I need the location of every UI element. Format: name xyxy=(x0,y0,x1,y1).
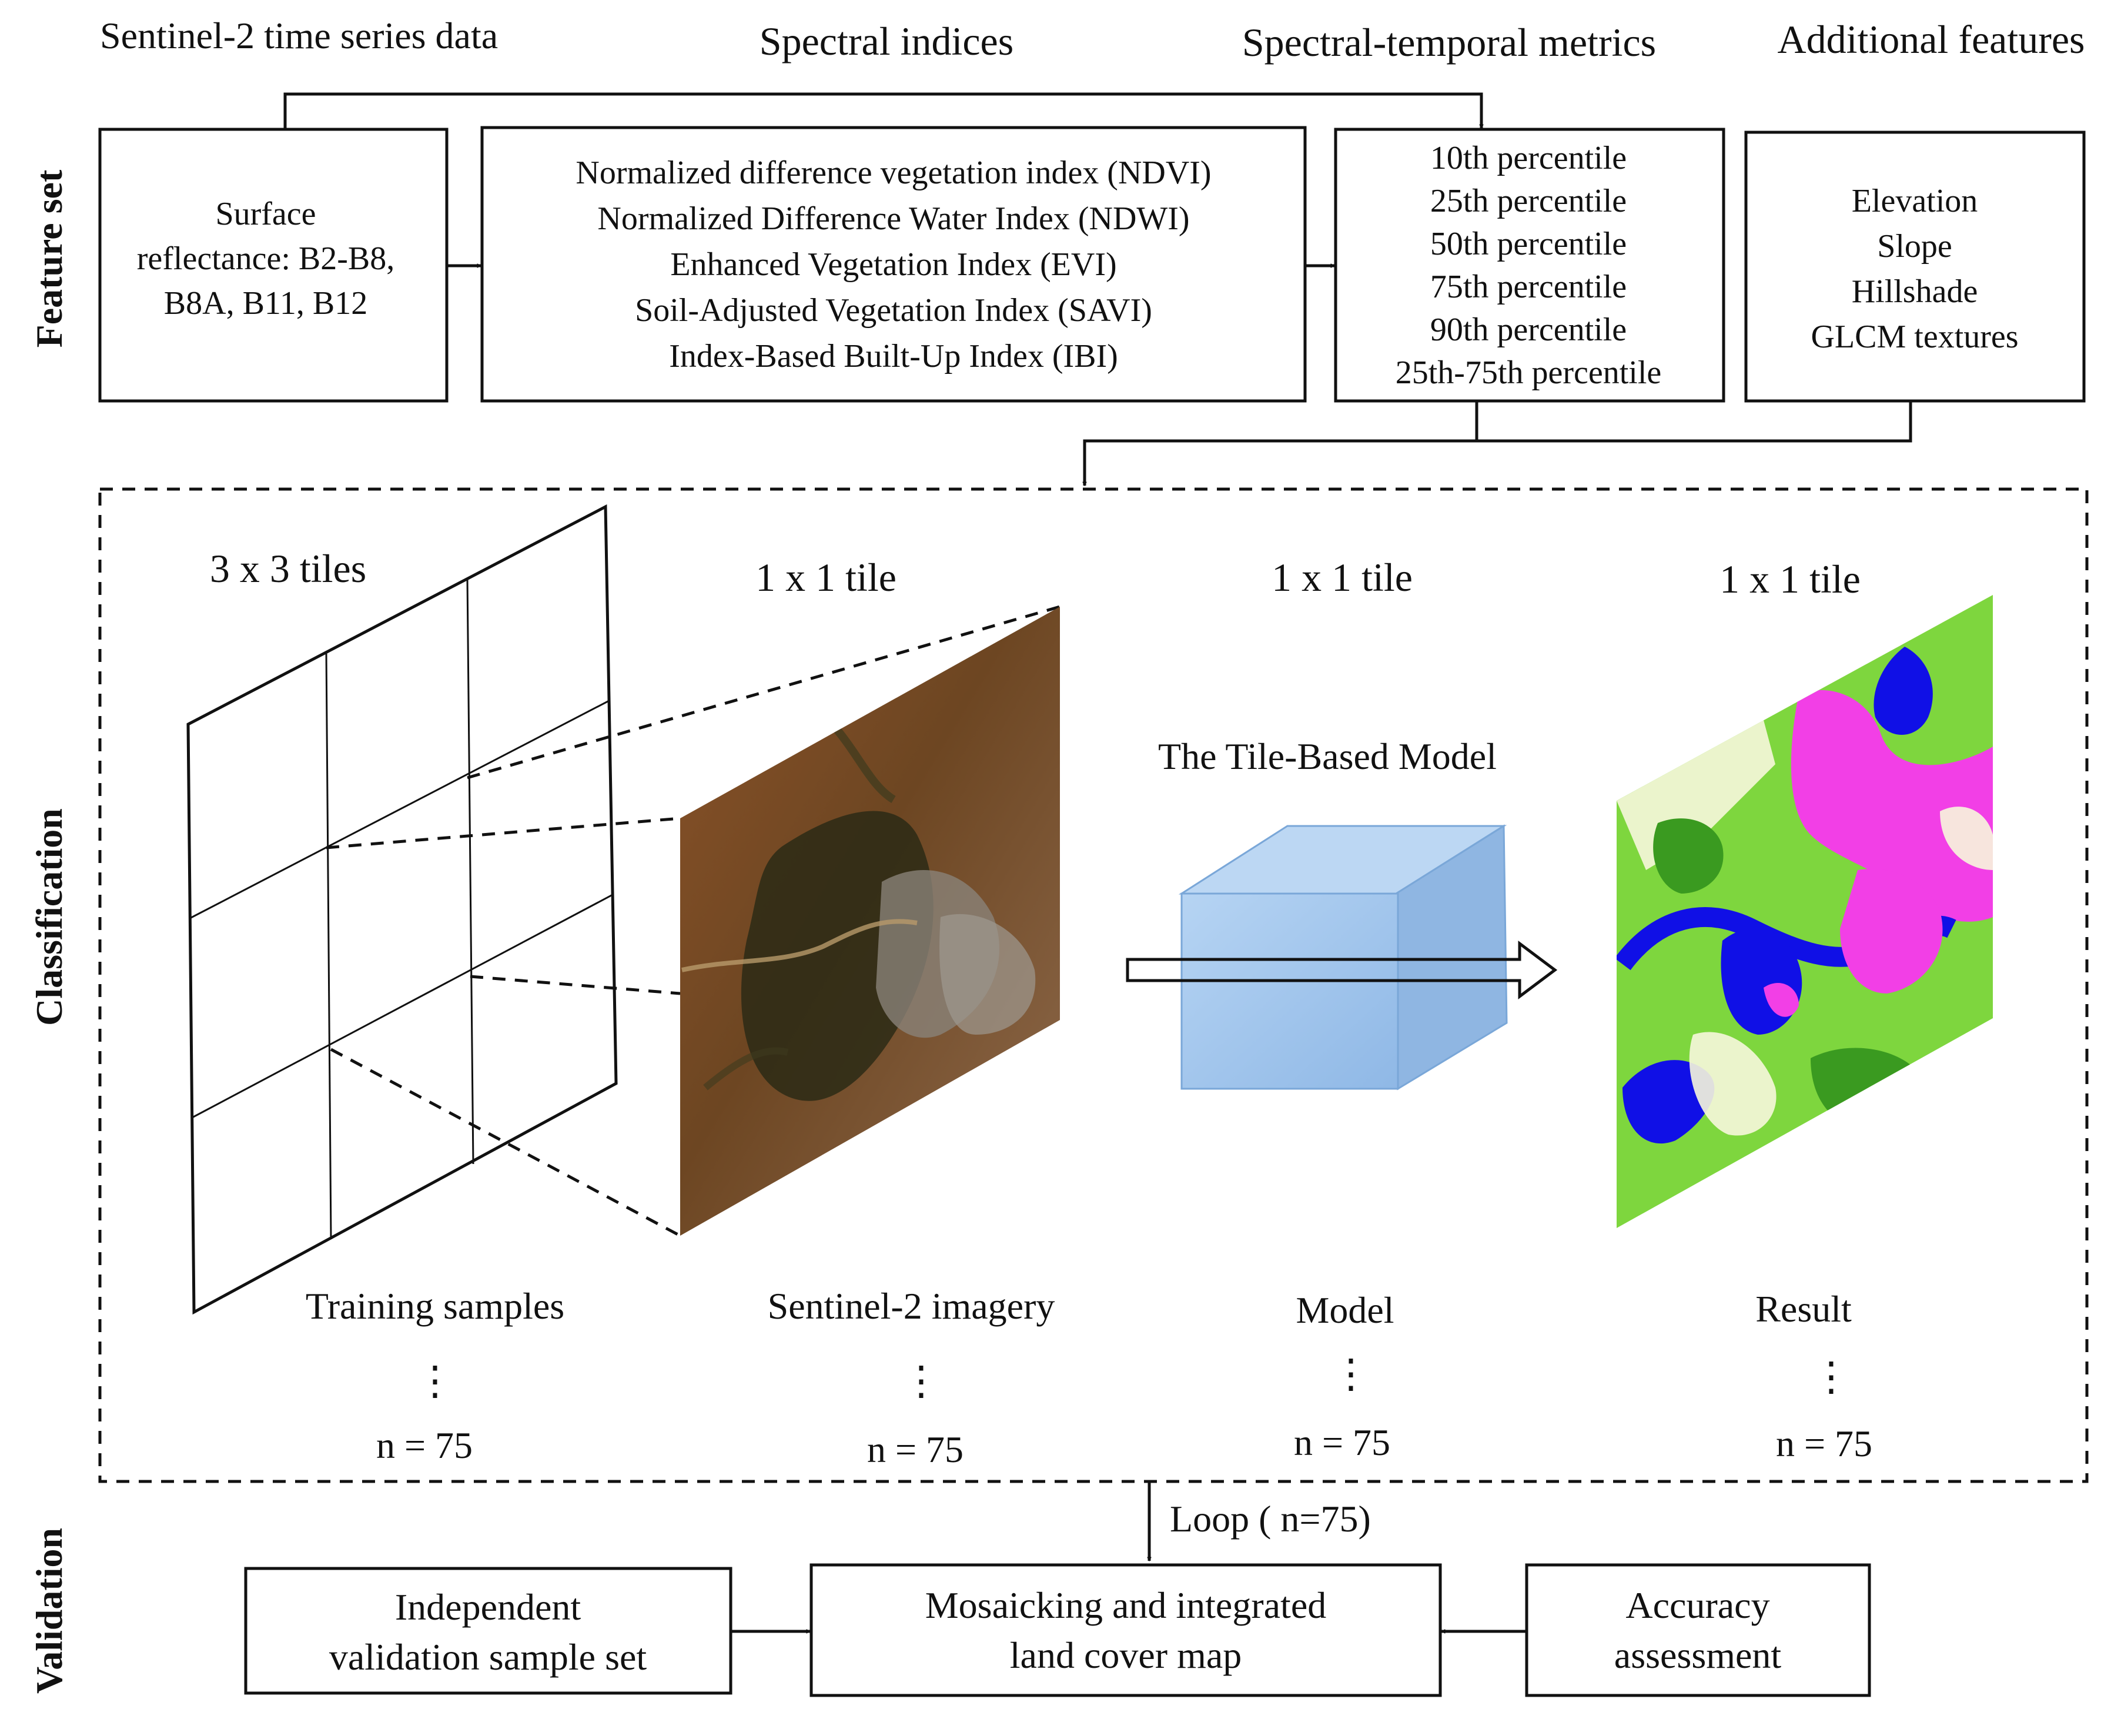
ellipsis-imagery: ⋮ xyxy=(901,1359,941,1403)
count-imagery: n = 75 xyxy=(867,1429,964,1470)
mosaic-line-2: land cover map xyxy=(1010,1634,1242,1676)
side-label-validation: Validation xyxy=(28,1528,70,1694)
header-additional: Additional features xyxy=(1777,17,2085,62)
accuracy-line-2: assessment xyxy=(1614,1634,1782,1676)
index-ndvi: Normalized difference vegetation index (… xyxy=(576,155,1211,191)
percentile-50: 50th percentile xyxy=(1430,226,1627,262)
count-training: n = 75 xyxy=(376,1424,473,1466)
result-land-cover-tile xyxy=(1617,595,1993,1228)
arrow-sentinel-to-metrics xyxy=(283,92,1481,129)
index-evi: Enhanced Vegetation Index (EVI) xyxy=(670,246,1116,283)
percentile-90: 90th percentile xyxy=(1430,312,1627,348)
model-flow-arrow xyxy=(1126,941,1558,999)
caption-result: Result xyxy=(1755,1288,1852,1330)
surface-line-1: Surface xyxy=(215,196,316,232)
mosaic-line-1: Mosaicking and integrated xyxy=(925,1584,1326,1626)
surface-line-3: B8A, B11, B12 xyxy=(164,285,367,322)
cube-front xyxy=(1180,892,1399,1090)
side-label-feature-set: Feature set xyxy=(28,169,70,347)
accuracy-line-1: Accuracy xyxy=(1625,1584,1769,1626)
independent-line-1: Independent xyxy=(395,1586,581,1628)
surface-reflectance-box: Surface reflectance: B2-B8, B8A, B11, B1… xyxy=(98,128,449,403)
feature-hillshade: Hillshade xyxy=(1852,273,1978,310)
label-1x1-tile-result: 1 x 1 tile xyxy=(1719,557,1861,601)
percentile-25-75: 25th-75th percentile xyxy=(1396,354,1662,391)
percentiles-box: 10th percentile 25th percentile 50th per… xyxy=(1334,128,1725,403)
arrow-features-to-classification xyxy=(1085,401,1478,486)
count-result: n = 75 xyxy=(1776,1423,1872,1464)
ellipsis-training: ⋮ xyxy=(415,1359,455,1403)
surface-line-2: reflectance: B2-B8, xyxy=(137,240,394,277)
header-sentinel: Sentinel-2 time series data xyxy=(100,15,498,56)
header-metrics: Spectral-temporal metrics xyxy=(1242,20,1656,65)
label-3x3-tiles: 3 x 3 tiles xyxy=(210,546,366,591)
independent-validation-box: Independent validation sample set xyxy=(244,1567,732,1695)
line-additional-join xyxy=(1477,401,1912,443)
mosaicking-box: Mosaicking and integrated land cover map xyxy=(809,1563,1442,1697)
accuracy-assessment-box: Accuracy assessment xyxy=(1525,1563,1871,1697)
caption-sentinel-imagery: Sentinel-2 imagery xyxy=(768,1285,1055,1327)
count-model: n = 75 xyxy=(1294,1421,1390,1463)
feature-glcm: GLCM textures xyxy=(1811,319,2018,355)
index-ndwi: Normalized Difference Water Index (NDWI) xyxy=(597,200,1189,237)
index-savi: Soil-Adjusted Vegetation Index (SAVI) xyxy=(635,292,1152,329)
percentile-75: 75th percentile xyxy=(1430,269,1627,305)
sentinel-imagery-tile xyxy=(680,607,1060,1236)
tile-based-model-cube xyxy=(1178,824,1508,1091)
feature-elevation: Elevation xyxy=(1852,183,1978,219)
percentile-25: 25th percentile xyxy=(1430,183,1627,219)
classification-panel xyxy=(98,487,2089,1483)
ellipsis-result: ⋮ xyxy=(1811,1354,1851,1399)
caption-training-samples: Training samples xyxy=(306,1285,564,1327)
header-indices: Spectral indices xyxy=(760,19,1013,63)
loop-label: Loop ( n=75) xyxy=(1170,1498,1371,1540)
additional-features-box: Elevation Slope Hillshade GLCM textures xyxy=(1744,131,2086,403)
label-1x1-tile-model: 1 x 1 tile xyxy=(1272,555,1413,600)
caption-model: Model xyxy=(1296,1289,1394,1331)
label-1x1-tile-imagery: 1 x 1 tile xyxy=(755,555,896,600)
ellipsis-model: ⋮ xyxy=(1331,1352,1371,1396)
model-title: The Tile-Based Model xyxy=(1158,735,1497,777)
training-grid xyxy=(186,504,618,1315)
projection-lines xyxy=(326,605,1060,1237)
independent-line-2: validation sample set xyxy=(329,1636,647,1678)
side-label-classification: Classification xyxy=(28,808,70,1026)
index-ibi: Index-Based Built-Up Index (IBI) xyxy=(669,338,1118,374)
percentile-10: 10th percentile xyxy=(1430,140,1627,176)
feature-slope: Slope xyxy=(1877,228,1952,265)
spectral-indices-box: Normalized difference vegetation index (… xyxy=(480,126,1307,403)
